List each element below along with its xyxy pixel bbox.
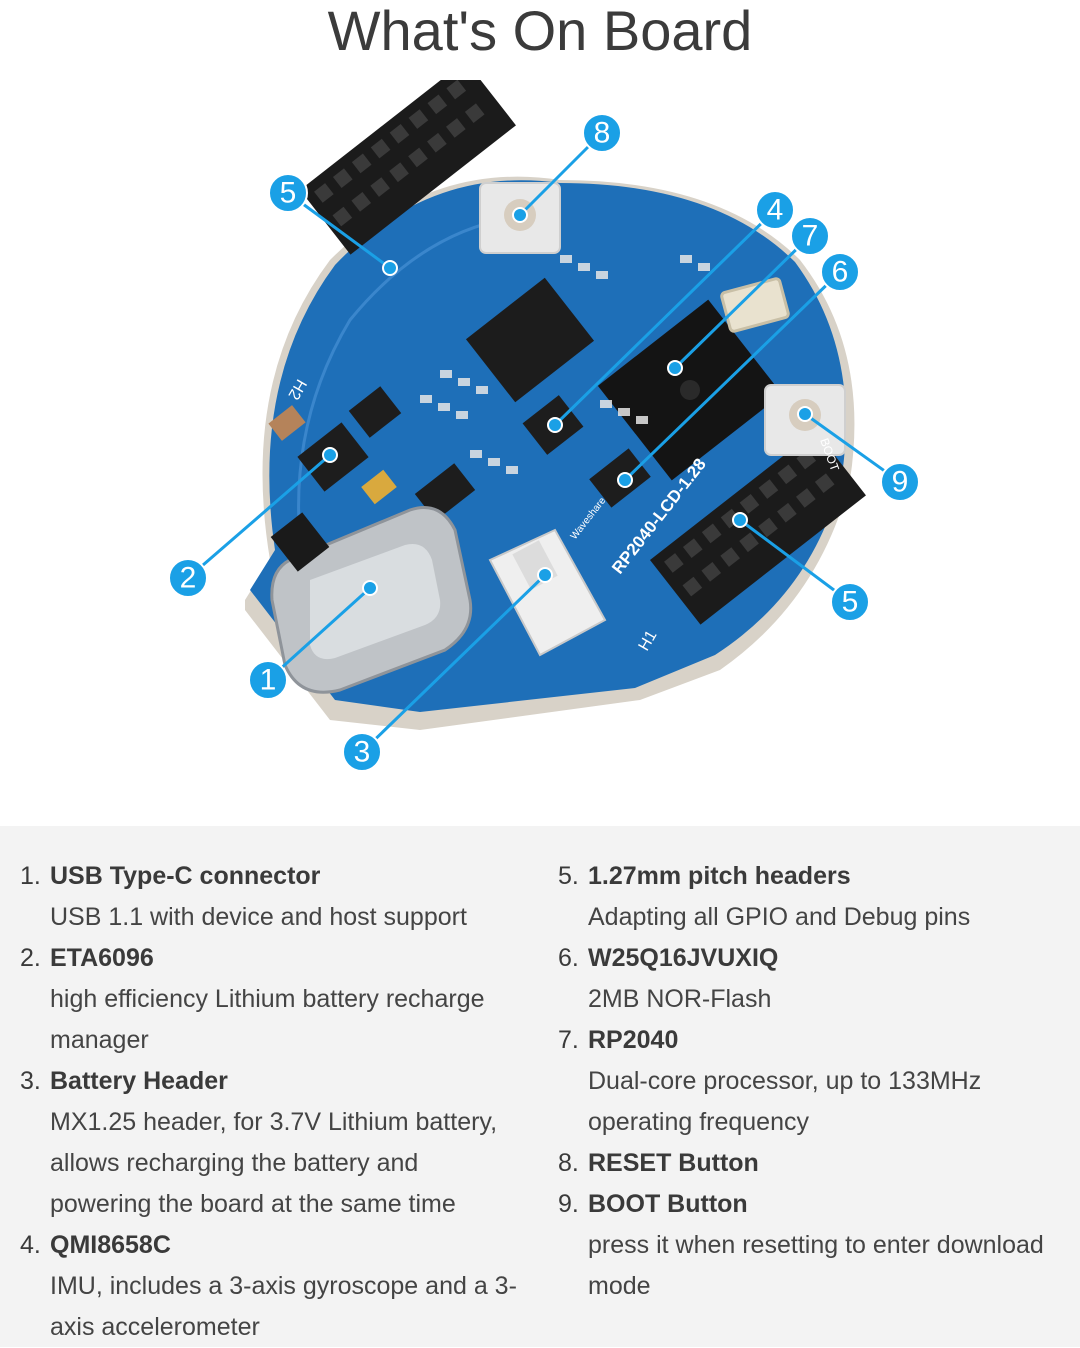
item-title: BOOT Button xyxy=(588,1190,748,1218)
usb-c-connector-part xyxy=(270,506,473,694)
item-title: W25Q16JVUXIQ xyxy=(588,944,779,972)
svg-text:6: 6 xyxy=(832,256,849,289)
callout-4: 4 xyxy=(755,190,795,230)
list-item: 4. QMI8658C IMU, includes a 3-axis gyrosc… xyxy=(20,1225,540,1348)
item-number: 2. xyxy=(20,944,41,972)
item-title: 1.27mm pitch headers xyxy=(588,862,851,890)
component-list-left: 1. USB Type-C connector USB 1.1 with devi… xyxy=(20,856,540,1348)
svg-text:7: 7 xyxy=(802,220,819,253)
item-number: 9. xyxy=(558,1190,579,1218)
callout-8: 8 xyxy=(582,113,622,153)
item-description: Adapting all GPIO and Debug pins xyxy=(588,903,971,931)
item-title: Battery Header xyxy=(50,1067,228,1095)
item-title: RP2040 xyxy=(588,1026,679,1054)
list-item: 2. ETA6096 high efficiency Lithium batter… xyxy=(20,938,540,1061)
item-description: high efficiency Lithium battery recharge… xyxy=(50,985,485,1054)
callout-2: 2 xyxy=(168,558,208,598)
item-number: 4. xyxy=(20,1231,41,1259)
callout-5-top: 5 xyxy=(268,173,308,213)
item-description: 2MB NOR-Flash xyxy=(588,985,772,1013)
item-title: RESET Button xyxy=(588,1149,759,1177)
svg-text:3: 3 xyxy=(354,736,371,769)
item-number: 8. xyxy=(558,1149,579,1177)
item-description: MX1.25 header, for 3.7V Lithium battery,… xyxy=(50,1108,498,1218)
svg-text:8: 8 xyxy=(594,117,611,150)
callout-7: 7 xyxy=(790,216,830,256)
list-item: 5. 1.27mm pitch headers Adapting all GPIO… xyxy=(558,856,1068,938)
list-item: 1. USB Type-C connector USB 1.1 with devi… xyxy=(20,856,540,938)
svg-text:1: 1 xyxy=(260,664,277,697)
item-title: USB Type-C connector xyxy=(50,862,321,890)
board-figure: H2 H1 RP2040-LCD-1.28 BOOT Waveshare 8 5 xyxy=(0,80,1080,800)
callout-6: 6 xyxy=(820,252,860,292)
svg-text:2: 2 xyxy=(180,562,197,595)
header-h2 xyxy=(300,80,516,255)
item-number: 6. xyxy=(558,944,579,972)
page-title: What's On Board xyxy=(327,0,753,62)
item-title: ETA6096 xyxy=(50,944,154,972)
item-number: 5. xyxy=(558,862,579,890)
item-description: press it when resetting to enter downloa… xyxy=(588,1231,1044,1300)
item-description: IMU, includes a 3-axis gyroscope and a 3… xyxy=(50,1272,517,1341)
item-description: Dual-core processor, up to 133MHz operat… xyxy=(588,1067,982,1136)
board-diagram: H2 H1 RP2040-LCD-1.28 BOOT Waveshare 8 5 xyxy=(168,80,920,772)
list-item: 3. Battery Header MX1.25 header, for 3.7V… xyxy=(20,1061,540,1225)
list-item: 8. RESET Button xyxy=(558,1143,1068,1184)
item-description: USB 1.1 with device and host support xyxy=(50,903,467,931)
callout-9: 9 xyxy=(880,462,920,502)
list-item: 6. W25Q16JVUXIQ 2MB NOR-Flash xyxy=(558,938,1068,1020)
rp2040-chip xyxy=(597,299,783,481)
callout-3: 3 xyxy=(342,732,382,772)
item-number: 1. xyxy=(20,862,41,890)
crystal xyxy=(720,277,790,333)
callout-1: 1 xyxy=(248,660,288,700)
anchor-dots xyxy=(322,207,813,596)
item-title: QMI8658C xyxy=(50,1231,171,1259)
component-list-panel: 1. USB Type-C connector USB 1.1 with devi… xyxy=(0,826,1080,1347)
leader-lines xyxy=(187,131,901,754)
flash-chip xyxy=(465,277,595,403)
svg-text:5: 5 xyxy=(280,177,297,210)
list-item: 7. RP2040 Dual-core processor, up to 133M… xyxy=(558,1020,1068,1143)
component-list-right: 5. 1.27mm pitch headers Adapting all GPIO… xyxy=(558,856,1068,1307)
svg-text:9: 9 xyxy=(892,466,909,499)
svg-text:5: 5 xyxy=(842,586,859,619)
callout-5-bottom: 5 xyxy=(830,582,870,622)
item-number: 7. xyxy=(558,1026,579,1054)
svg-text:4: 4 xyxy=(767,194,784,227)
list-item: 9. BOOT Button press it when resetting to… xyxy=(558,1184,1068,1307)
item-number: 3. xyxy=(20,1067,41,1095)
